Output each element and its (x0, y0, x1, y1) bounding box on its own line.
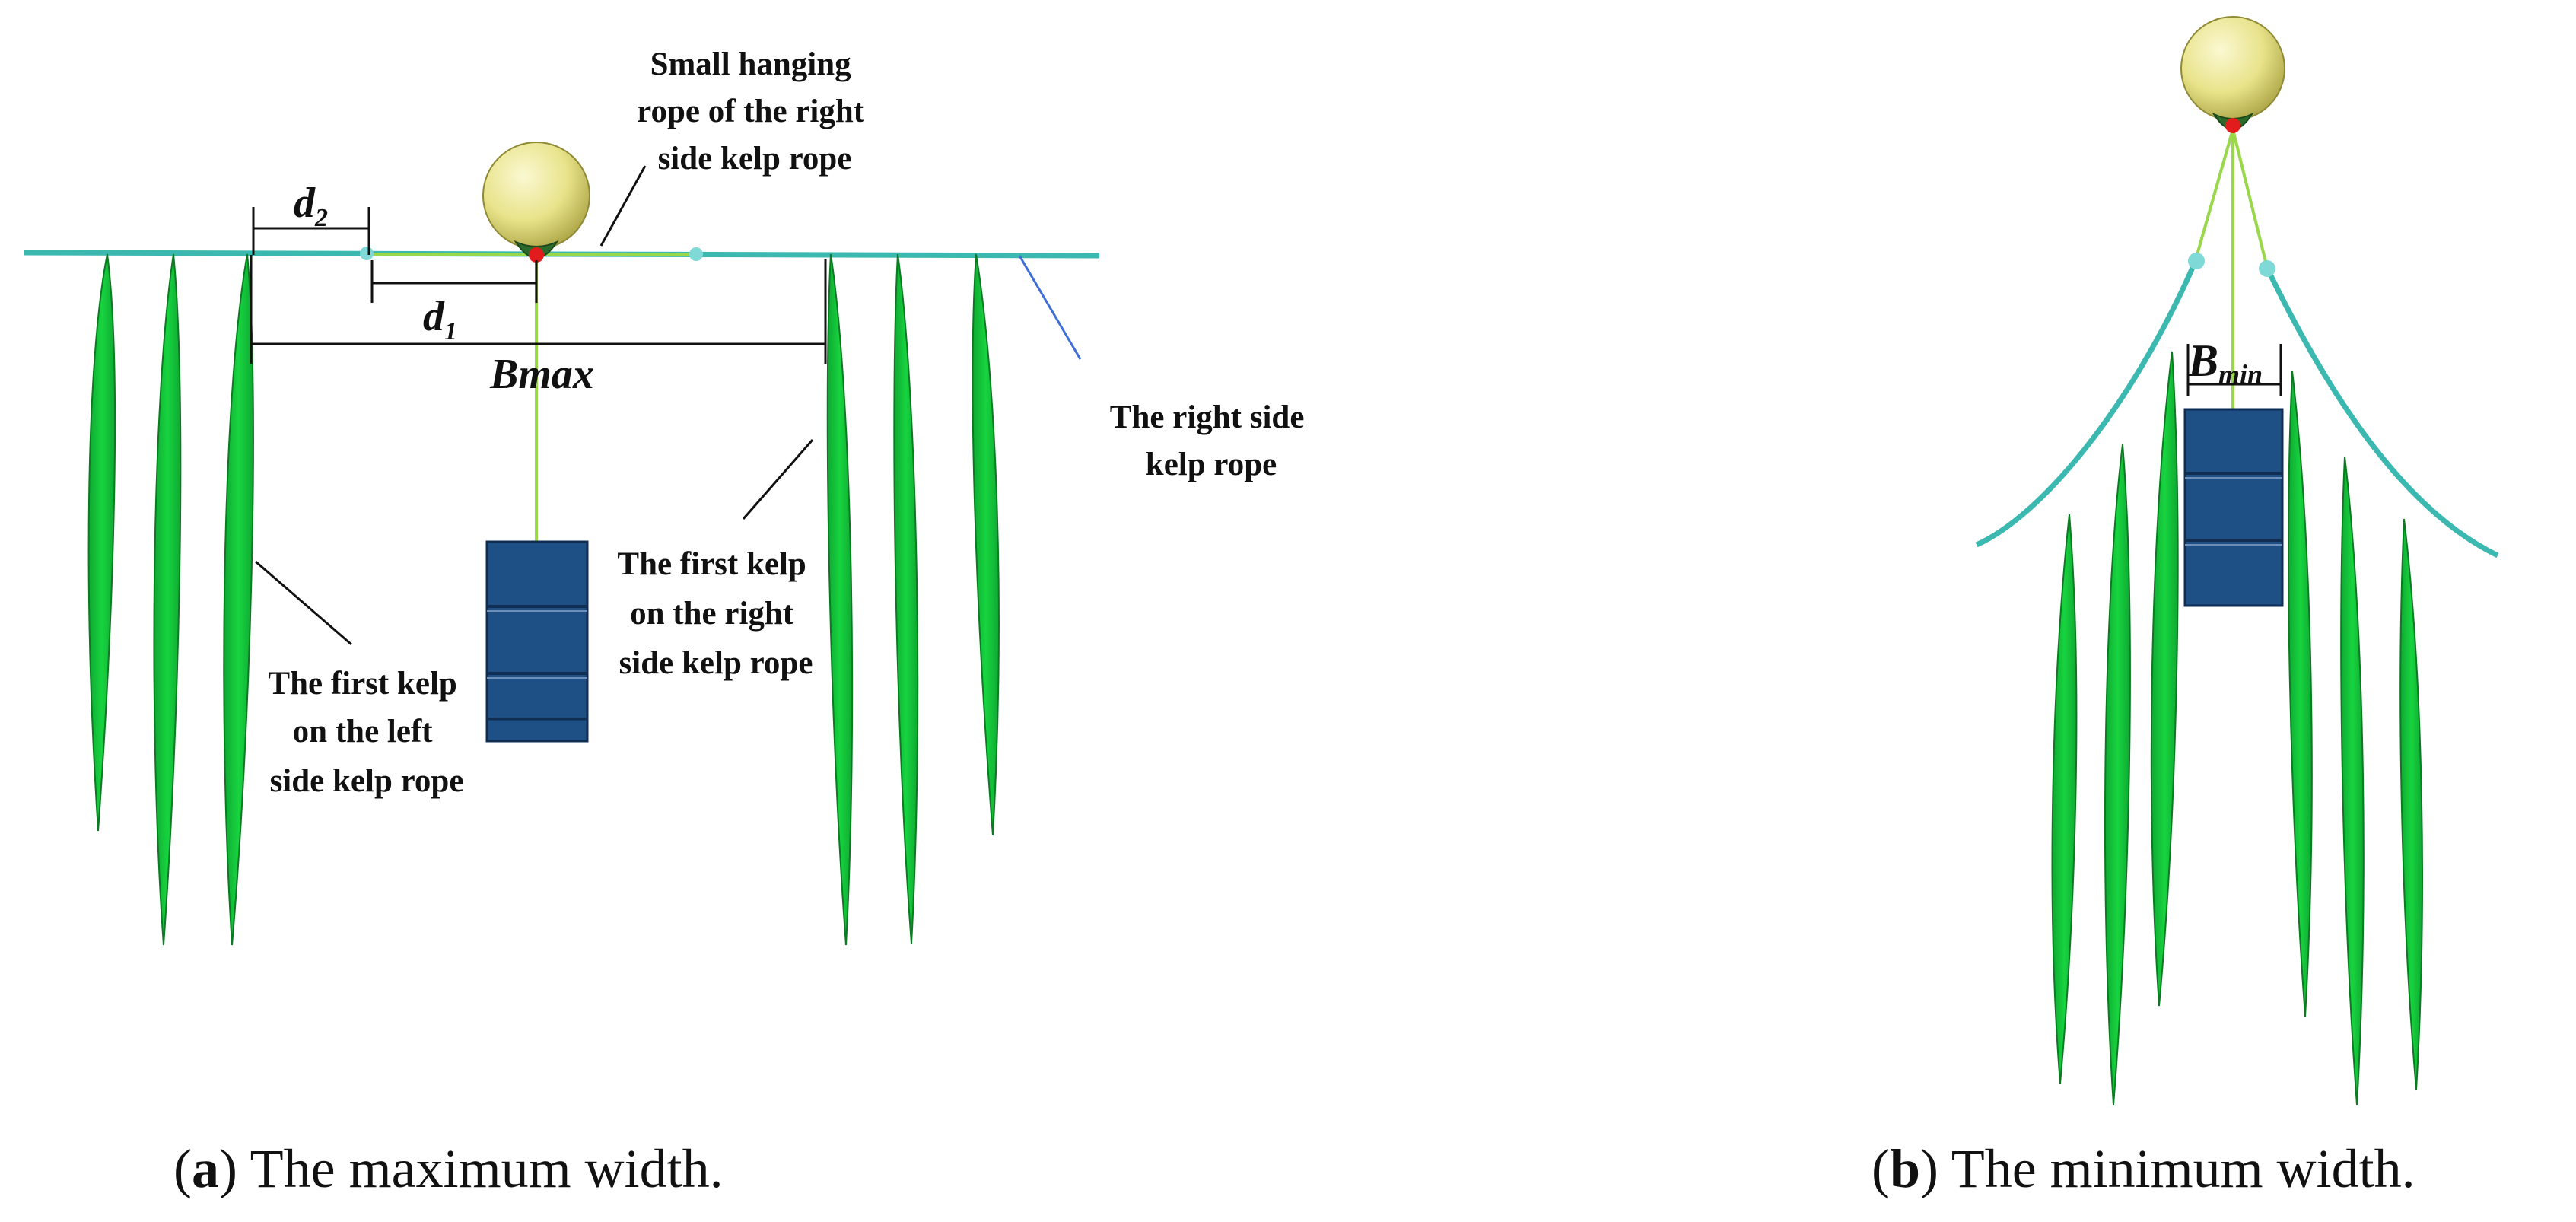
joint-left-b (2188, 253, 2205, 269)
joint-right-a (689, 247, 703, 261)
kelp-rope-right-b (2264, 266, 2499, 558)
right-rope-pointer (1018, 255, 1082, 360)
first-kelp-right-label: The first kelp on the right side kelp ro… (617, 546, 814, 681)
kelp-b-5 (2340, 456, 2365, 1106)
d1-label: d1 (423, 293, 457, 345)
weight-a (485, 540, 589, 743)
kelp-left-1 (87, 253, 116, 832)
leader-lines-a (255, 165, 814, 646)
dim-lines-a (250, 207, 827, 364)
kelp-b-6 (2399, 518, 2423, 1090)
d2-label: d2 (294, 180, 328, 232)
kelp-b-2 (2104, 444, 2131, 1106)
hanging-ropes-b (2193, 129, 2269, 409)
kelp-left-3 (223, 253, 254, 946)
kelps-b (2051, 351, 2423, 1106)
weight-b (2183, 408, 2284, 607)
kelp-rope-left-b (1975, 261, 2198, 548)
small-hanging-rope-label: Small hanging rope of the right side kel… (637, 46, 873, 177)
kelp-right-1 (826, 253, 854, 946)
kelp-right-2 (893, 253, 919, 944)
panel-b: Bmin (b) The minimum width. (1872, 16, 2499, 1199)
first-kelp-left-label: The first kelp on the left side kelp rop… (268, 666, 465, 799)
panel-a: d2 d1 Bmax Small hanging rope of the rig… (24, 46, 1312, 1199)
kelps-right (826, 253, 1000, 946)
kelp-b-3 (2150, 351, 2179, 1007)
float-b (2180, 16, 2285, 121)
kelps-left (87, 253, 254, 946)
float-node-a (529, 247, 544, 263)
dim-lines-b (2186, 344, 2282, 396)
bmin-label: Bmin (2187, 336, 2263, 390)
bmax-label: Bmax (489, 351, 594, 398)
caption-a: (a) The maximum width. (173, 1138, 724, 1199)
float-a (482, 142, 590, 250)
joint-left-a (360, 247, 374, 260)
kelp-left-2 (153, 253, 182, 946)
kelp-right-3 (972, 253, 1000, 836)
kelp-b-4 (2288, 371, 2313, 1017)
float-node-b (2225, 118, 2240, 133)
kelp-b-1 (2051, 514, 2078, 1084)
joint-right-b (2259, 260, 2275, 277)
right-side-rope-label: The right side kelp rope (1110, 399, 1312, 482)
caption-b: (b) The minimum width. (1872, 1138, 2415, 1199)
